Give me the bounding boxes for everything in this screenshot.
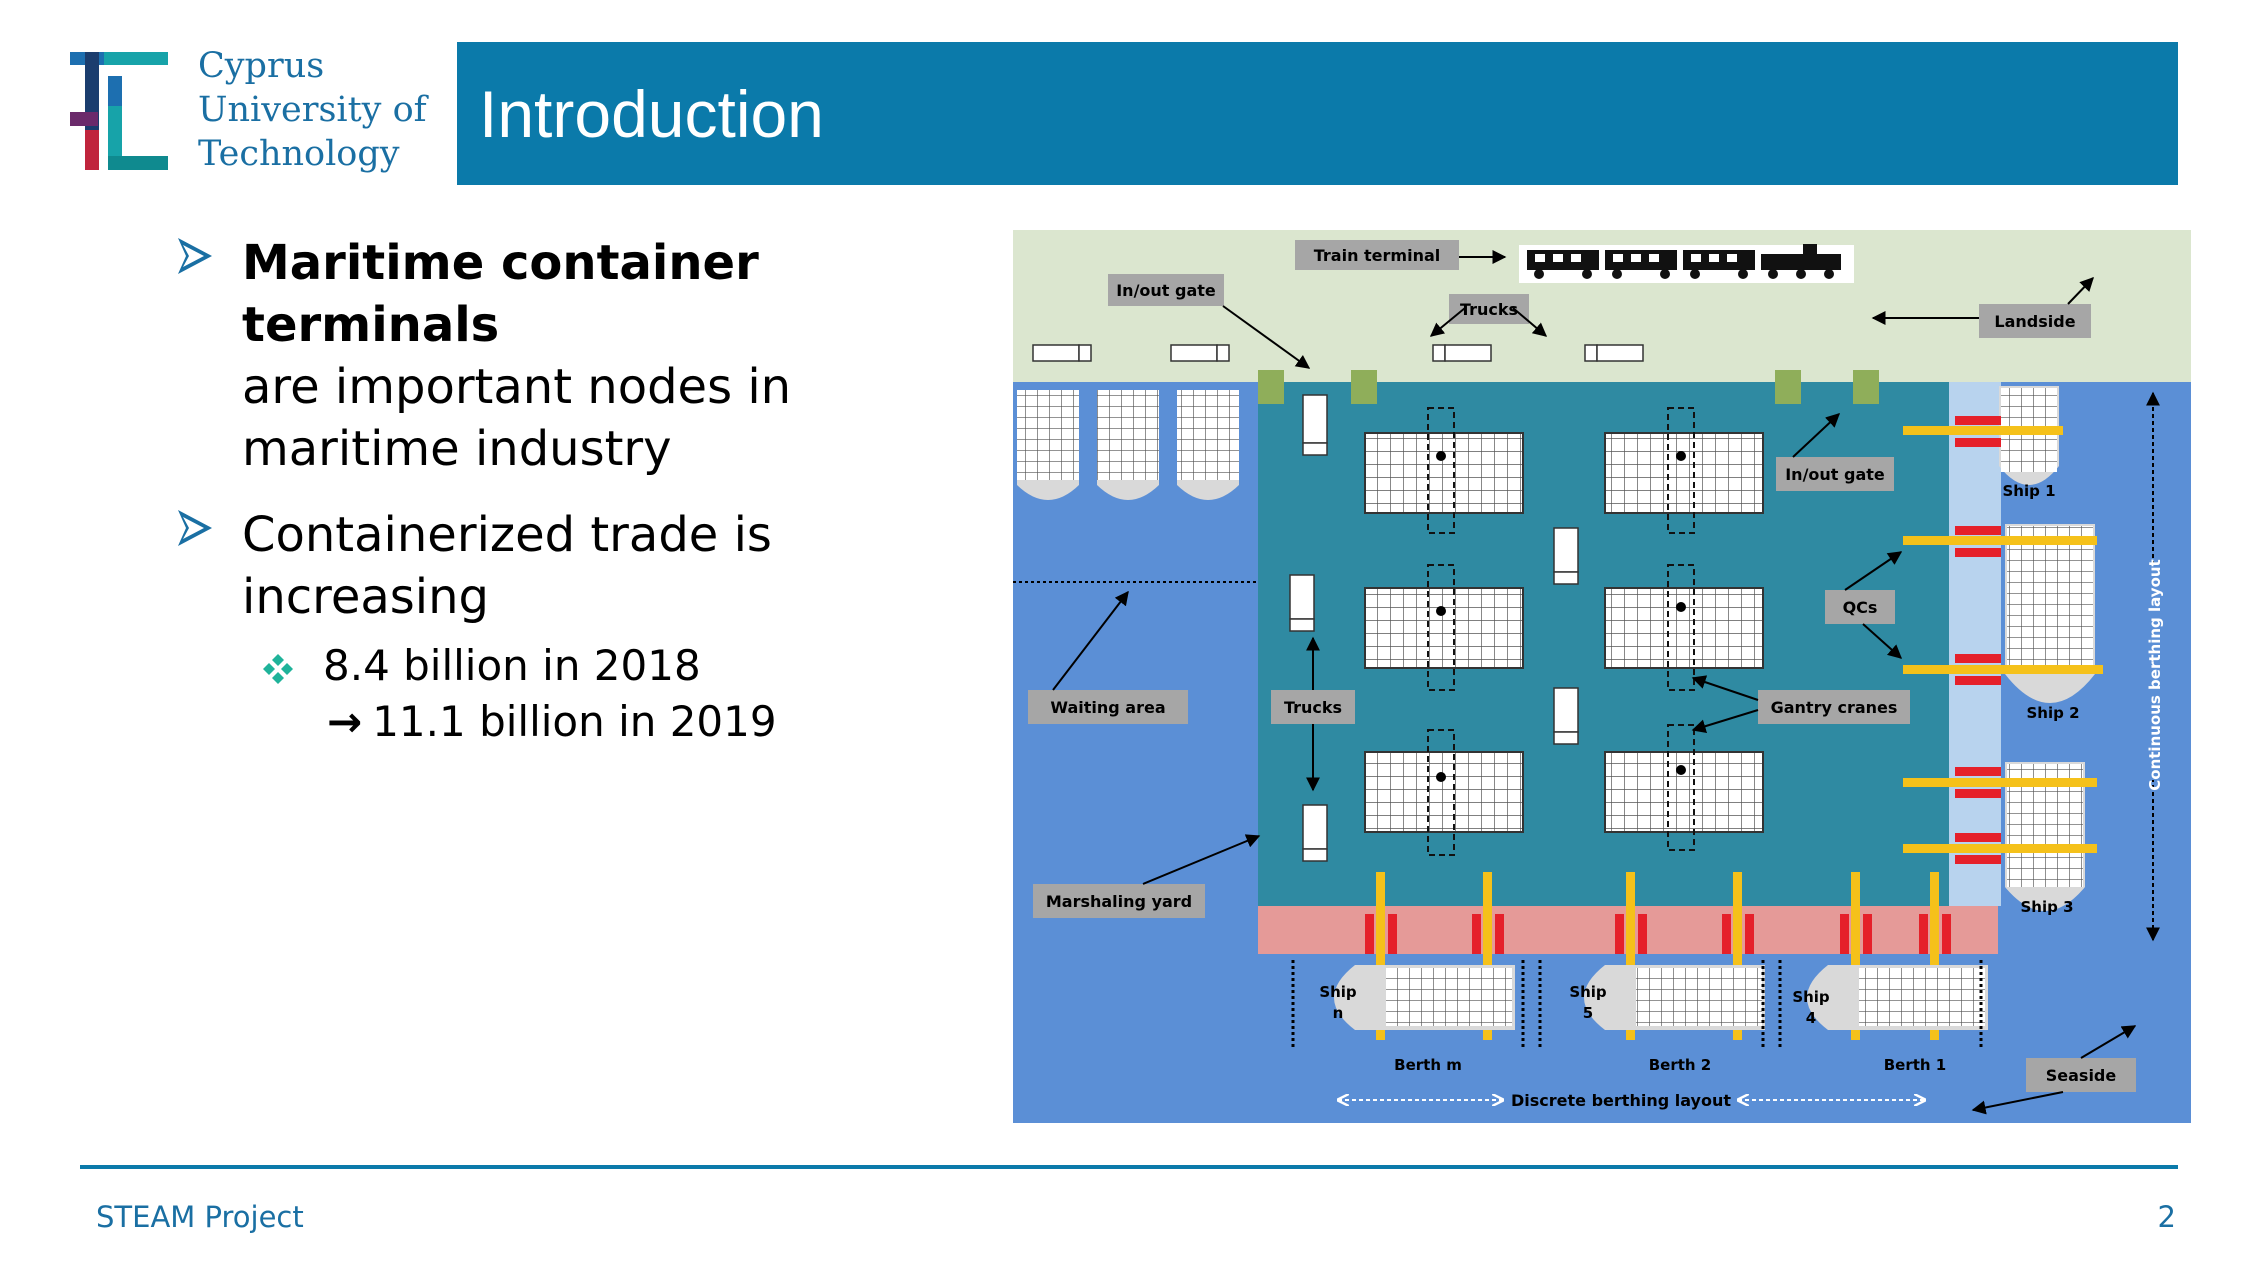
- yard-blocks: [1364, 432, 1764, 833]
- continuous-quay: [1949, 382, 2001, 906]
- label-ship-5-1: Ship: [1569, 983, 1607, 1001]
- right-arrow-icon: →: [327, 697, 363, 746]
- logo-line-3: Technology: [198, 134, 400, 174]
- university-logo-icon: [70, 52, 168, 170]
- label-landside: Landside: [1994, 312, 2075, 331]
- label-train-terminal: Train terminal: [1314, 246, 1441, 265]
- sub-bullet-line-1: 8.4 billion in 2018: [323, 641, 701, 690]
- label-qcs: QCs: [1843, 598, 1878, 617]
- bullet-text: Containerized trade is increasing: [242, 507, 772, 625]
- bullet-containerized-trade: Containerized trade is increasing: [170, 504, 1010, 628]
- gantry-cranes: [1427, 407, 1695, 856]
- label-in-out-gate-top: In/out gate: [1116, 281, 1216, 300]
- train-icon: [1519, 244, 1854, 283]
- bullet-list: Maritime container terminals are importa…: [170, 232, 1010, 750]
- label-berth-1: Berth 1: [1884, 1056, 1947, 1074]
- label-ship-5-2: 5: [1583, 1004, 1593, 1022]
- label-ship-n-2: n: [1333, 1004, 1344, 1022]
- label-gantry-cranes: Gantry cranes: [1771, 698, 1898, 717]
- landside-trucks: [1032, 344, 1644, 362]
- slide-title: Introduction: [479, 77, 824, 151]
- sub-bullet-line-2: 11.1 billion in 2019: [372, 697, 777, 746]
- label-ship-4-2: 4: [1806, 1009, 1816, 1027]
- discrete-berth-ships: [1334, 965, 1988, 1030]
- sub-bullet-trade-stats: 8.4 billion in 2018 → 11.1 billion in 20…: [263, 638, 1010, 750]
- discrete-quay-cranes: [1365, 872, 1951, 1040]
- logo-line-2: University of: [198, 90, 427, 130]
- yard-trucks: [1289, 394, 1579, 862]
- label-trucks-top: Trucks: [1460, 300, 1518, 319]
- continuous-berth-ships: [1999, 386, 2095, 911]
- continuous-quay-cranes: [1903, 416, 2103, 864]
- logo-line-1: Cyprus: [198, 46, 325, 86]
- arrowhead-bullet-icon: [178, 510, 212, 546]
- title-bar: Introduction: [457, 42, 2178, 185]
- footer-project-name: STEAM Project: [96, 1200, 304, 1234]
- label-continuous-berthing: Continuous berthing layout: [2146, 559, 2164, 790]
- label-ship-2: Ship 2: [2026, 704, 2079, 722]
- label-discrete-berthing: Discrete berthing layout: [1511, 1091, 1731, 1110]
- label-ship-3: Ship 3: [2020, 898, 2073, 916]
- container-terminal-diagram: Continuous berthing layout Discrete bert…: [1013, 230, 2191, 1123]
- label-in-out-gate-right: In/out gate: [1785, 465, 1885, 484]
- arrowhead-bullet-icon: [178, 238, 212, 274]
- gate-markers: [1258, 370, 1879, 404]
- waiting-ships: [1017, 390, 1239, 500]
- bullet-rest-text: are important nodes in maritime industry: [242, 359, 792, 477]
- label-ship-1: Ship 1: [2002, 482, 2055, 500]
- label-ship-n-1: Ship: [1319, 983, 1357, 1001]
- label-marshaling-yard: Marshaling yard: [1046, 892, 1192, 911]
- label-seaside: Seaside: [2046, 1066, 2117, 1085]
- label-berth-m: Berth m: [1394, 1056, 1462, 1074]
- bullet-bold-text: Maritime container terminals: [242, 235, 759, 353]
- university-name: Cyprus University of Technology: [198, 44, 427, 176]
- label-trucks-mid: Trucks: [1284, 698, 1342, 717]
- footer-divider: [80, 1165, 2178, 1169]
- page-number: 2: [2157, 1200, 2176, 1234]
- label-waiting-area: Waiting area: [1050, 698, 1165, 717]
- diamond-bullet-icon: [263, 654, 293, 684]
- bullet-maritime-terminals: Maritime container terminals are importa…: [170, 232, 1010, 480]
- label-berth-2: Berth 2: [1649, 1056, 1712, 1074]
- label-ship-4-1: Ship: [1792, 988, 1830, 1006]
